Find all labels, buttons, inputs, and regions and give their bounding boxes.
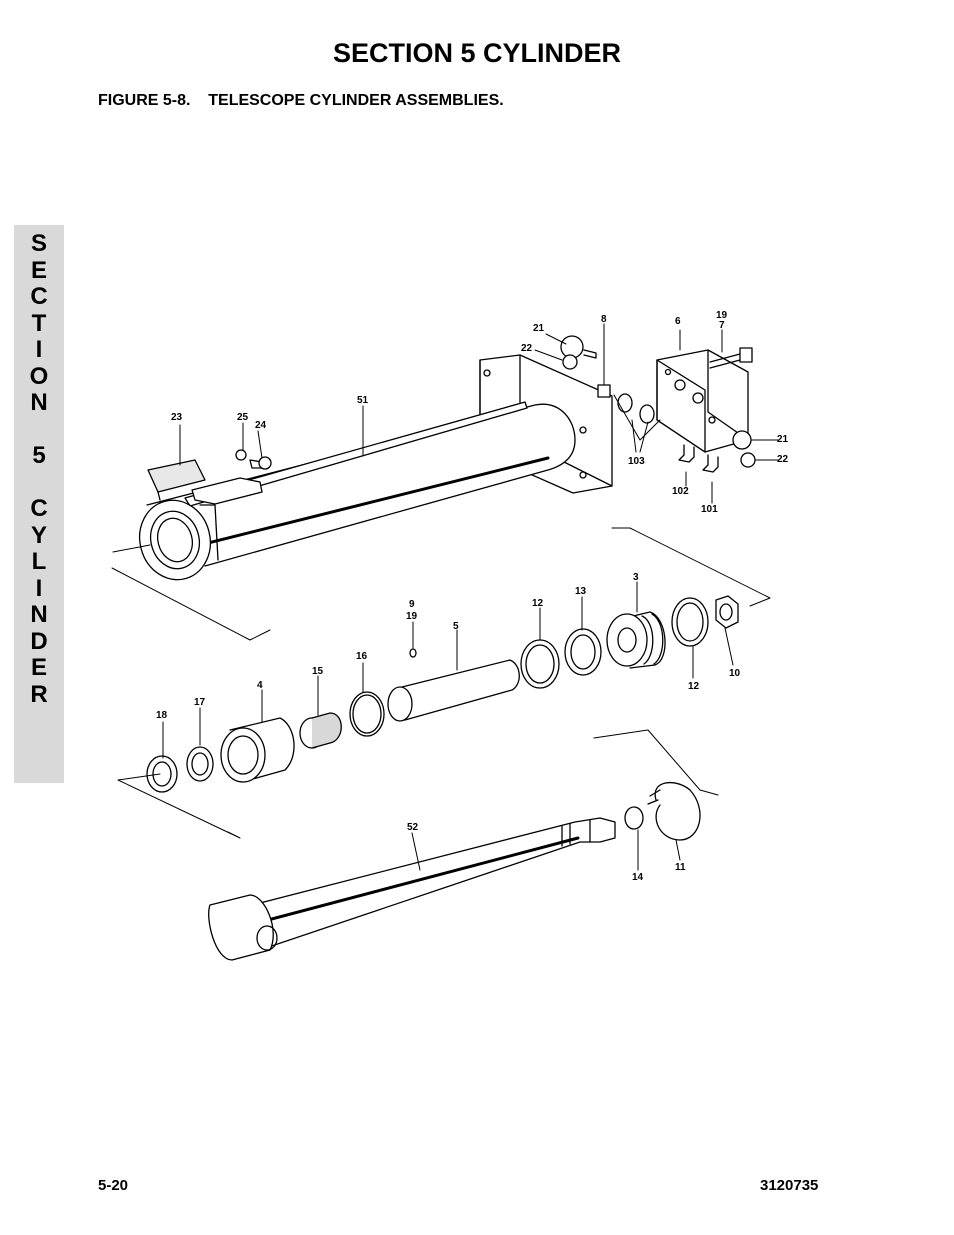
tab-letter: E: [30, 654, 47, 681]
guide-lines: [111, 323, 779, 871]
tab-letter: N: [30, 601, 48, 628]
tab-letter: E: [30, 256, 47, 284]
callout-25: 25: [237, 412, 249, 423]
tab-letter: N: [30, 389, 48, 416]
callout-9: 9: [409, 599, 415, 610]
callout-10: 10: [729, 668, 741, 679]
callout-19b: 19: [406, 611, 418, 622]
tab-letter: Y: [30, 521, 47, 549]
tab-letter: 5: [32, 442, 46, 469]
section-side-tab: S E C T I O N 5 C Y L I N D E R: [14, 225, 64, 783]
side-tab-letters: S E C T I O N 5 C Y L I N D E R: [14, 230, 64, 708]
tab-letter: R: [30, 680, 48, 708]
tab-letter: L: [31, 548, 47, 575]
page-number: 5-20: [98, 1177, 129, 1194]
callout-51: 51: [357, 395, 369, 406]
callout-23: 23: [171, 412, 183, 423]
callout-14: 14: [632, 872, 644, 883]
callout-22a: 22: [521, 343, 533, 354]
section-title: SECTION 5 CYLINDER: [332, 38, 622, 68]
document-number: 3120735: [760, 1177, 819, 1194]
callout-19a: 19: [716, 310, 728, 321]
callout-5: 5: [453, 621, 459, 632]
piston-and-seals: [146, 595, 739, 793]
cylinder-rod: [208, 781, 701, 961]
callout-103: 103: [628, 456, 645, 467]
callout-17: 17: [194, 697, 206, 708]
tab-letter: D: [30, 627, 48, 655]
tab-letter: C: [30, 495, 48, 522]
valve-block: [560, 335, 756, 473]
wear-pad-and-bolt: [147, 449, 272, 501]
callout-12b: 12: [688, 681, 700, 692]
callout-6: 6: [675, 316, 681, 327]
cylinder-barrel: [138, 354, 613, 581]
callout-7: 7: [719, 320, 725, 331]
tab-letter: I: [35, 574, 43, 602]
tab-letter: I: [35, 336, 43, 363]
callout-4: 4: [257, 680, 263, 691]
callout-24: 24: [255, 420, 267, 431]
callout-101: 101: [701, 504, 718, 515]
tab-letter: C: [30, 283, 48, 310]
callout-21a: 21: [533, 323, 545, 334]
callout-22b: 22: [777, 454, 789, 465]
callout-11: 11: [675, 862, 686, 873]
callout-21b: 21: [777, 434, 789, 445]
tab-letter: O: [29, 362, 49, 390]
tab-letter: S: [30, 230, 47, 257]
callout-52: 52: [407, 822, 419, 833]
callout-102: 102: [672, 486, 689, 497]
callout-12a: 12: [532, 598, 544, 609]
callout-15: 15: [312, 666, 324, 677]
figure-title: FIGURE 5-8. TELESCOPE CYLINDER ASSEMBLIE…: [98, 92, 504, 109]
callout-3: 3: [633, 572, 639, 583]
callout-16: 16: [356, 651, 368, 662]
callout-18: 18: [156, 710, 168, 721]
callout-8: 8: [601, 314, 607, 325]
callout-13: 13: [575, 586, 587, 597]
tab-letter: T: [31, 309, 47, 337]
